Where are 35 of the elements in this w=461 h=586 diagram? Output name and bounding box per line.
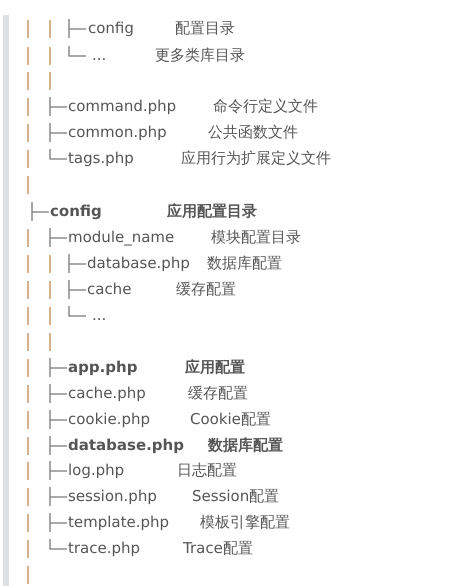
tree-item-text: 配置目录 [175, 19, 235, 37]
folder-name: app.php [68, 358, 138, 376]
tree-item-text: Cookie配置 [190, 410, 271, 428]
tree-item-text: 更多类库目录 [155, 46, 245, 64]
folder-name: database.php [68, 436, 184, 454]
tree-item-text: 缓存配置 [188, 384, 248, 402]
tree-item-text: tags.php [68, 149, 134, 167]
tree-item-text: cookie.php [68, 410, 150, 428]
tree-item-text: database.php [87, 254, 190, 272]
tree-item-text: Trace配置 [183, 539, 253, 557]
tree-item-text: 应用行为扩展定义文件 [181, 149, 331, 167]
tree-item-text: 命令行定义文件 [213, 97, 318, 115]
tree-item-text: trace.php [68, 539, 140, 557]
tree-item-text: config [88, 19, 134, 37]
tree-item-text: common.php [68, 123, 167, 141]
folder-name: 应用配置 [185, 358, 245, 376]
tree-item-text: 缓存配置 [176, 280, 236, 298]
folder-name: config [50, 202, 102, 220]
tree-item-text: session.php [68, 487, 157, 505]
tree-item-text: 模块配置目录 [211, 228, 301, 246]
tree-item-text: Session配置 [192, 487, 280, 505]
tree-item-text: cache.php [68, 384, 146, 402]
tree-item-text: template.php [68, 513, 170, 531]
tree-item-text: log.php [68, 461, 124, 479]
tree-item-text: 数据库配置 [207, 254, 282, 272]
tree-item-text: command.php [68, 97, 176, 115]
tree-item-text: cache [87, 280, 132, 298]
tree-item-text: module_name [68, 228, 174, 246]
tree-item-text: ... [92, 46, 106, 64]
tree-item-text: 公共函数文件 [208, 123, 298, 141]
tree-item-text: ... [92, 306, 106, 324]
folder-name: 应用配置目录 [167, 202, 257, 220]
tree-item-text: 日志配置 [177, 461, 237, 479]
tree-item-text: 模板引擎配置 [200, 513, 290, 531]
folder-name: 数据库配置 [208, 436, 283, 454]
